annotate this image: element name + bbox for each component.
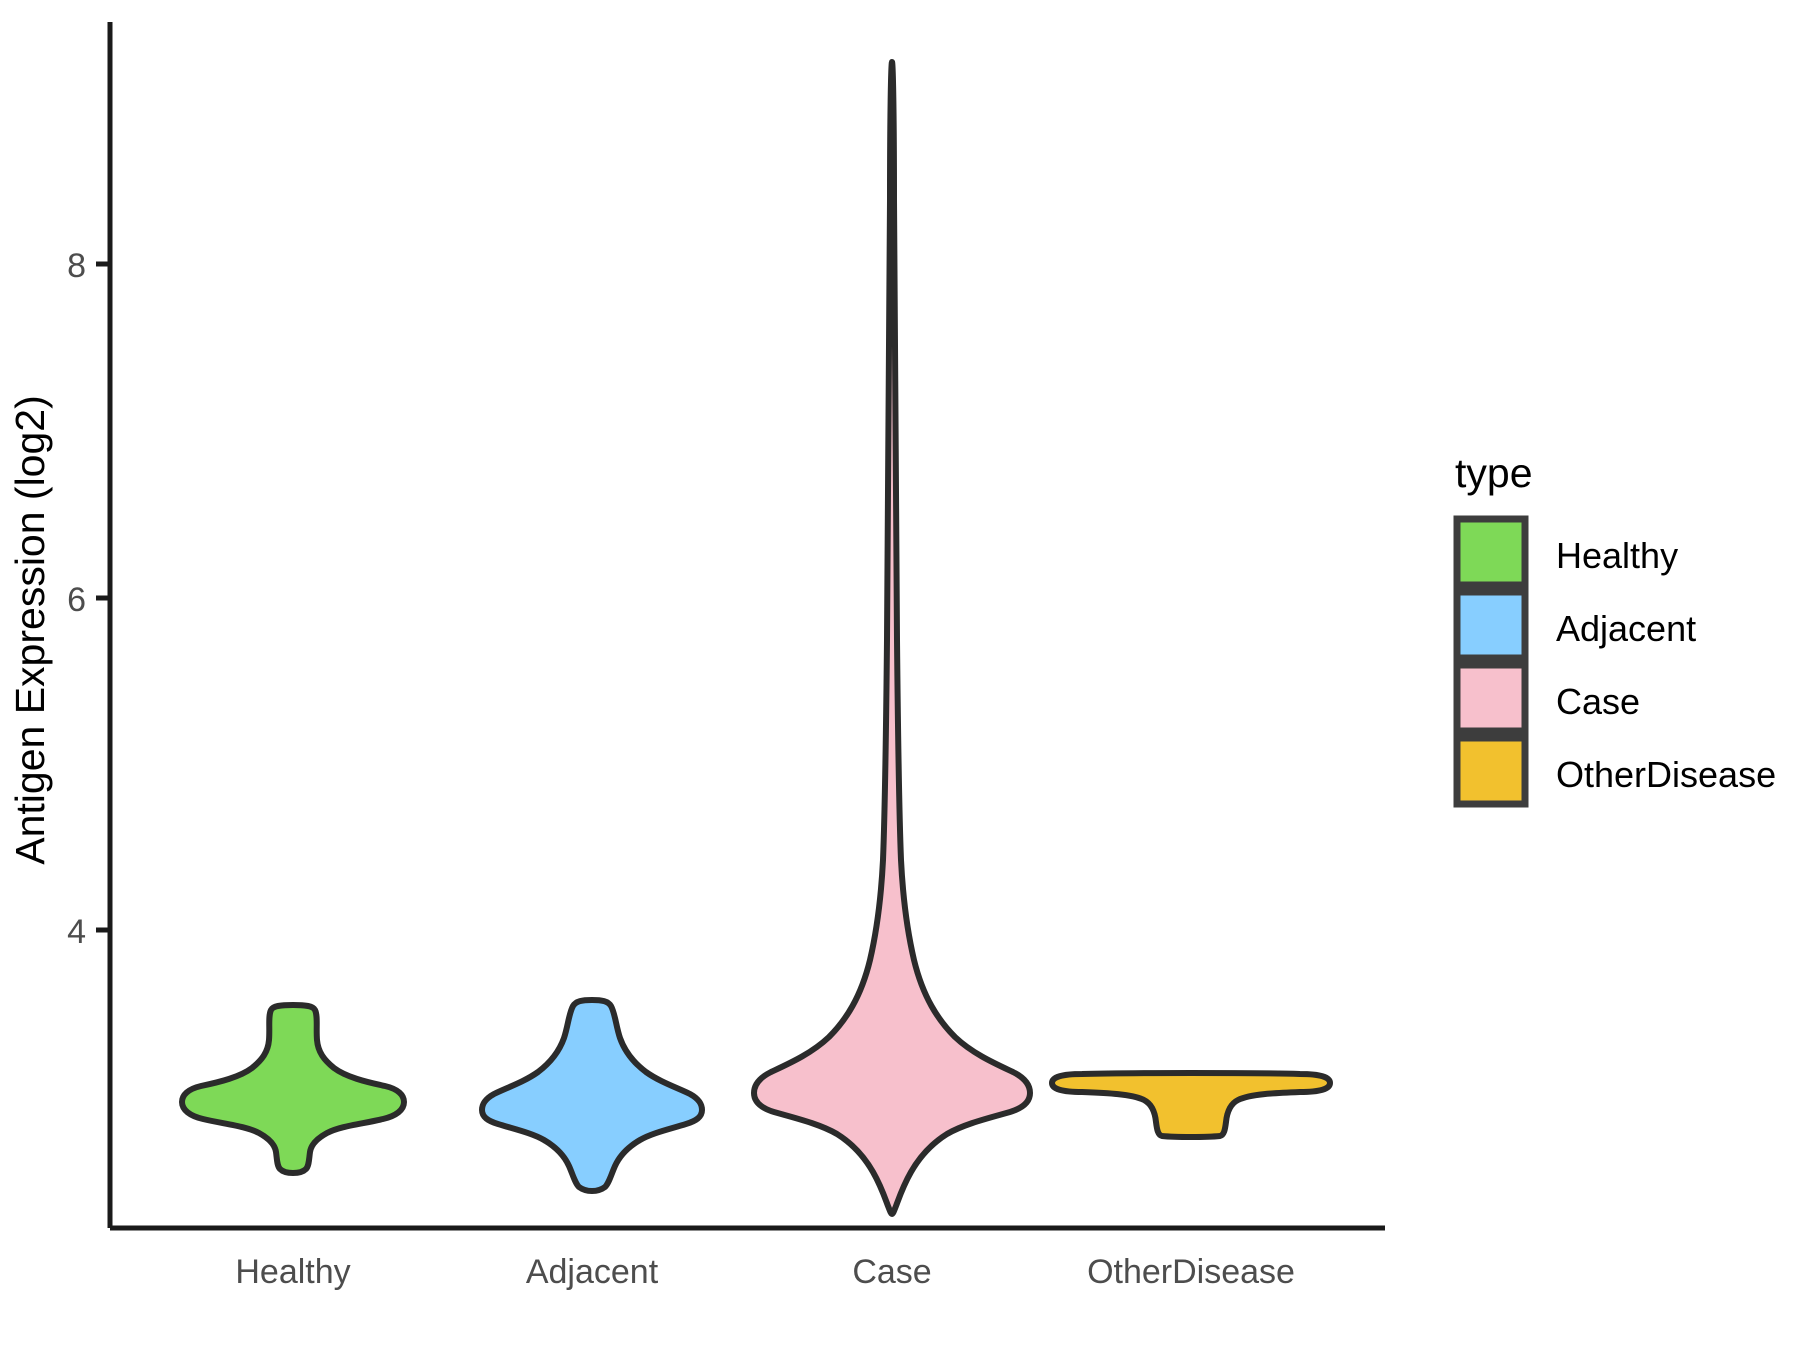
x-tick-group: Healthy Adjacent Case OtherDisease xyxy=(235,1253,1295,1291)
legend: type Healthy Adjacent Case OtherDisease xyxy=(1453,450,1776,808)
violin-healthy xyxy=(179,1002,407,1176)
y-axis-title: Antigen Expression (log2) xyxy=(7,395,53,864)
legend-item-adjacent[interactable]: Adjacent xyxy=(1453,588,1696,662)
y-tick-label-8: 8 xyxy=(67,247,86,285)
y-tick-label-6: 6 xyxy=(67,581,86,619)
legend-label-adjacent: Adjacent xyxy=(1556,608,1696,649)
legend-item-healthy[interactable]: Healthy xyxy=(1453,515,1678,589)
x-tick-label-adjacent: Adjacent xyxy=(526,1253,659,1291)
y-tick-group: 8 6 4 xyxy=(67,247,110,951)
legend-swatch-adjacent[interactable] xyxy=(1453,588,1529,662)
legend-swatch-healthy[interactable] xyxy=(1453,515,1529,589)
x-tick-label-healthy: Healthy xyxy=(235,1253,350,1291)
legend-swatch-case[interactable] xyxy=(1453,661,1529,735)
legend-title: type xyxy=(1455,450,1533,496)
legend-item-case[interactable]: Case xyxy=(1453,661,1640,735)
x-tick-label-case: Case xyxy=(852,1253,931,1291)
violin-adjacent xyxy=(479,997,705,1194)
legend-item-otherdisease[interactable]: OtherDisease xyxy=(1453,734,1776,808)
violin-otherdisease xyxy=(1049,1070,1333,1140)
legend-swatch-otherdisease[interactable] xyxy=(1453,734,1529,808)
legend-label-otherdisease: OtherDisease xyxy=(1556,754,1776,795)
legend-label-case: Case xyxy=(1556,681,1640,722)
x-tick-label-otherdisease: OtherDisease xyxy=(1087,1253,1295,1291)
y-tick-label-4: 4 xyxy=(67,913,86,951)
violin-case xyxy=(751,59,1033,1217)
legend-label-healthy: Healthy xyxy=(1556,535,1678,576)
